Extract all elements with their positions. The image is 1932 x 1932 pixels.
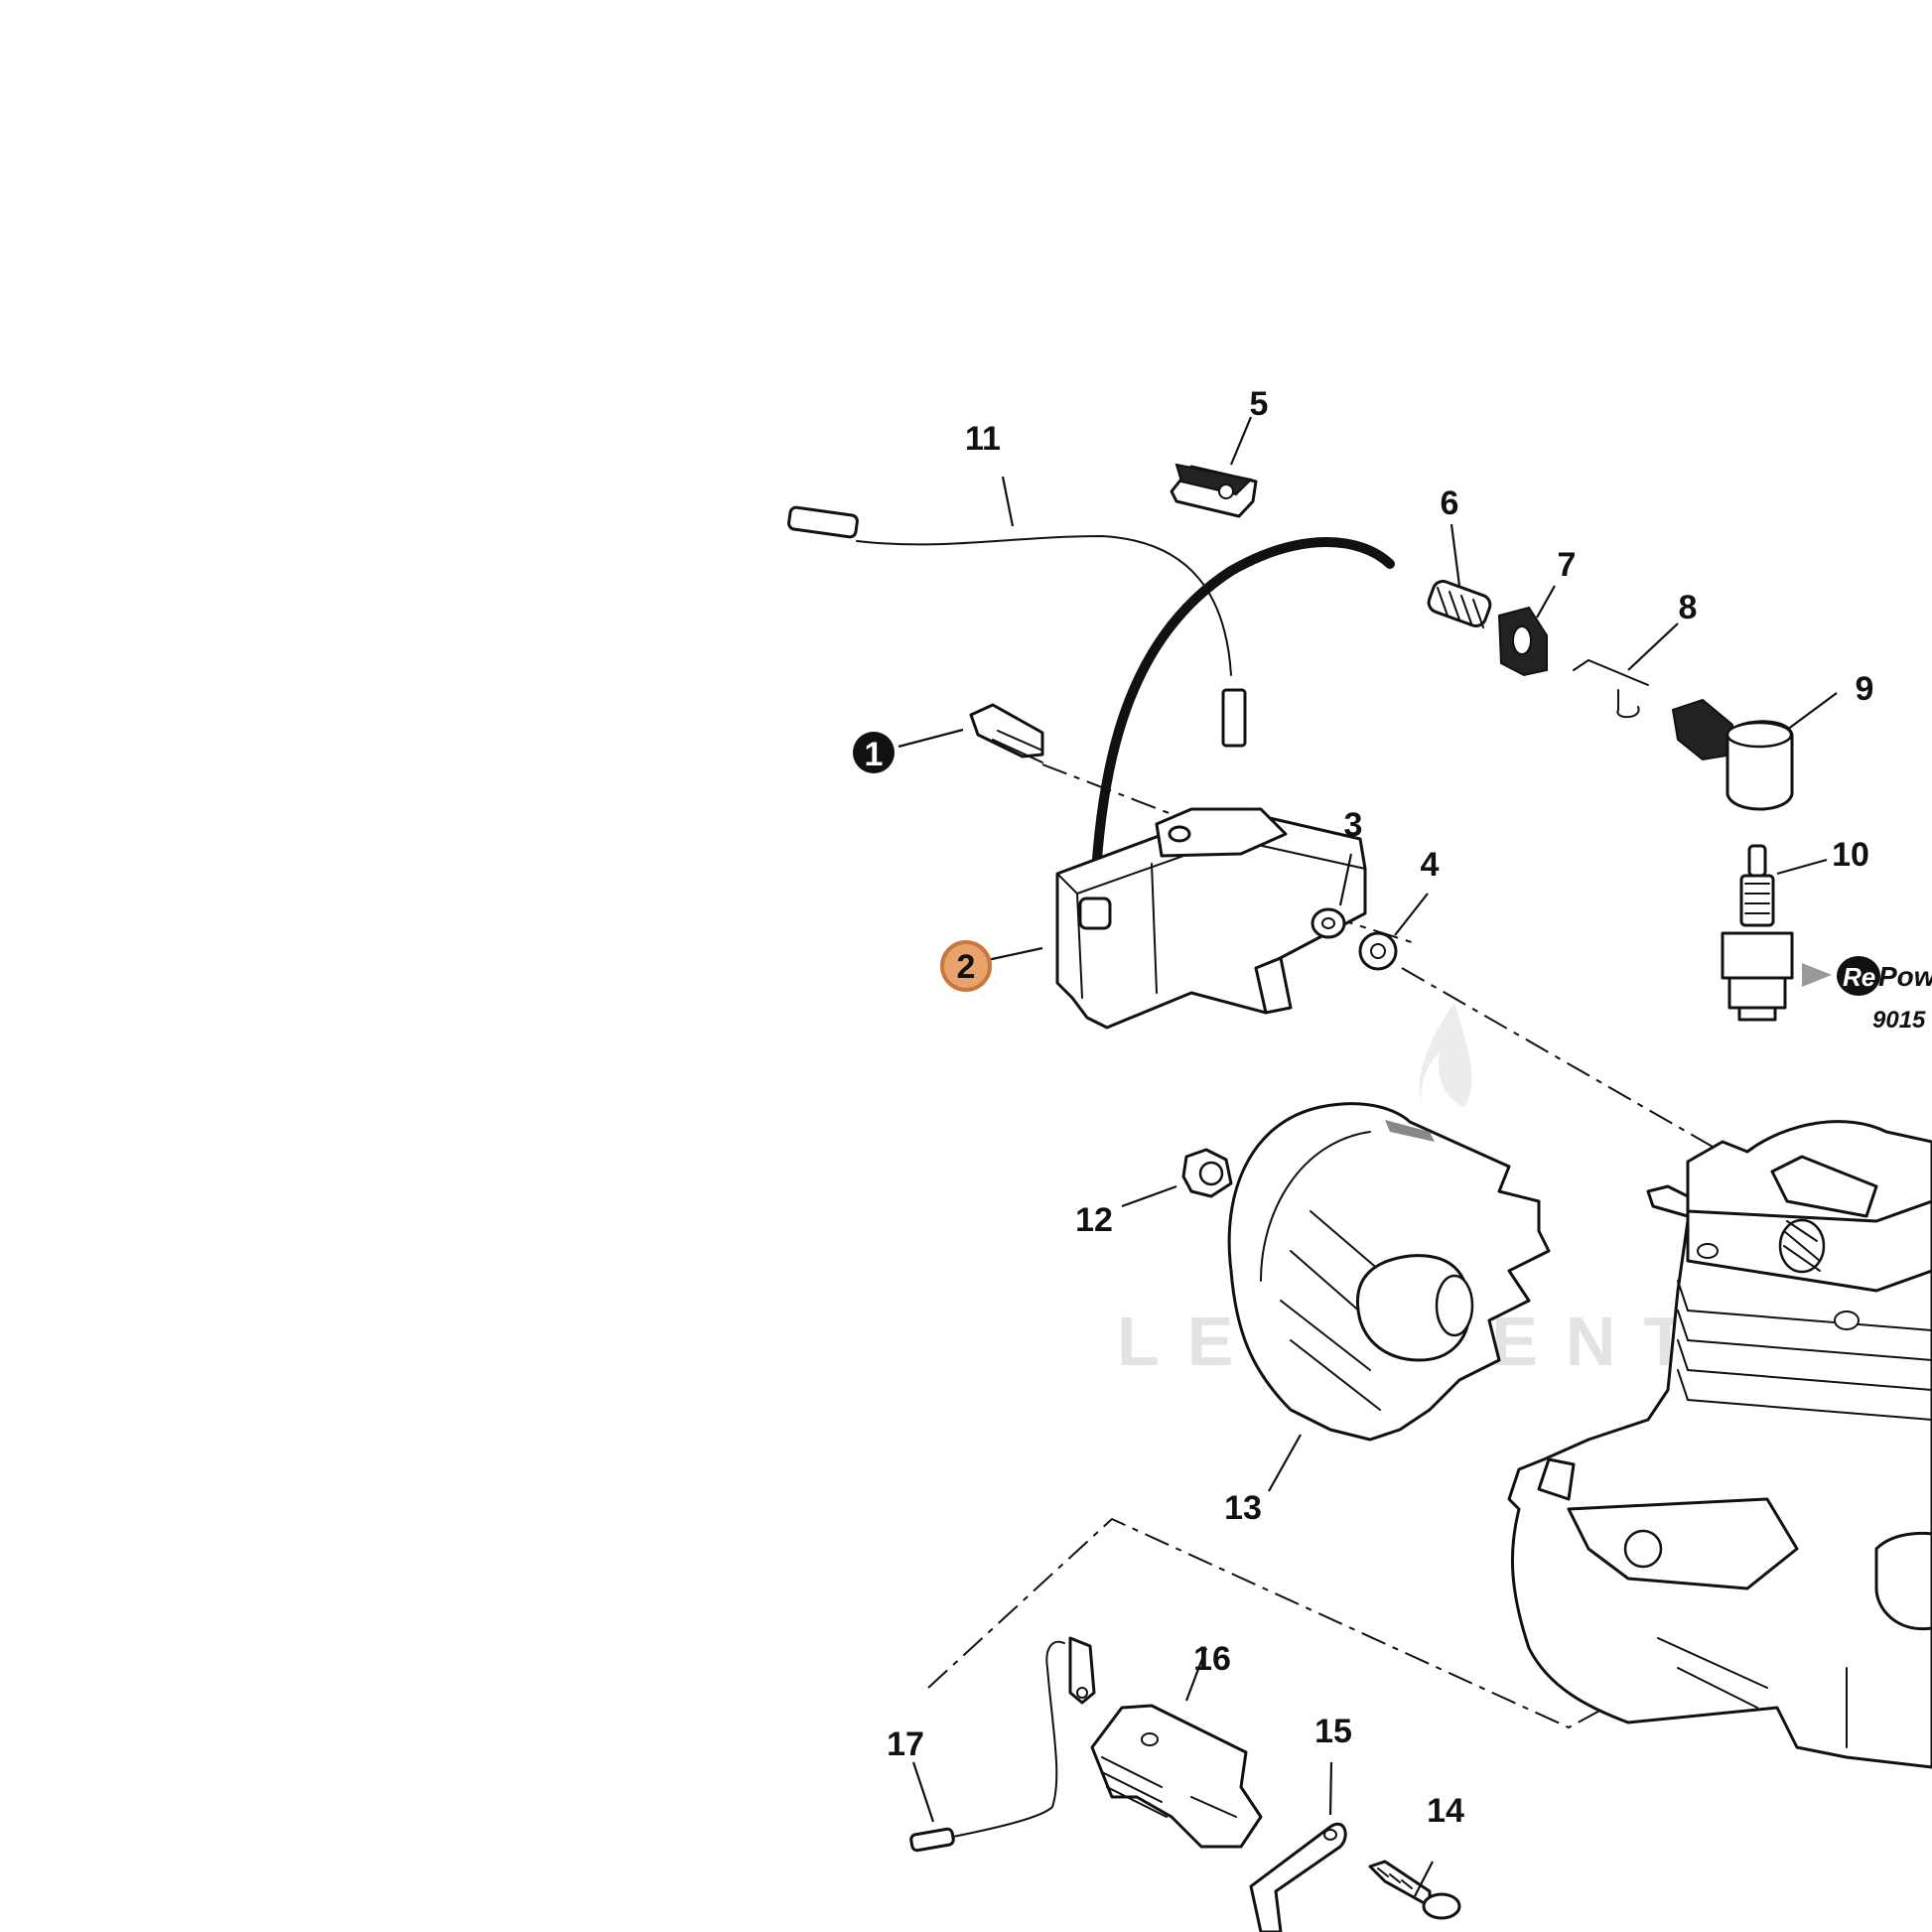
assembly-line-coil-engine: [1401, 967, 1714, 1148]
part-flywheel: [1227, 1102, 1551, 1442]
callout-6[interactable]: 6: [1441, 484, 1459, 522]
part-nut-12: [1181, 1148, 1233, 1198]
callout-9[interactable]: 9: [1856, 670, 1874, 708]
callout-7[interactable]: 7: [1558, 546, 1577, 584]
callout-16[interactable]: 16: [1193, 1640, 1231, 1678]
svg-text:1: 1: [865, 736, 884, 773]
part-ignition-coil: [1055, 807, 1367, 1030]
part-bracket-15: [1249, 1823, 1347, 1932]
callout-8[interactable]: 8: [1679, 589, 1698, 626]
arrow-right-icon: [1802, 963, 1832, 987]
leader-lines: [897, 416, 1838, 1897]
callout-3[interactable]: 3: [1344, 806, 1363, 844]
part-ground-wire: [787, 505, 1247, 748]
repower-logo: Re Pow 9015: [1802, 956, 1932, 1034]
callout-10[interactable]: 10: [1832, 836, 1869, 874]
callout-2[interactable]: 2: [940, 940, 992, 992]
part-engine-block: [1507, 1120, 1932, 1769]
logo-suffix: Pow: [1878, 961, 1932, 992]
part-clip-8: [1573, 658, 1649, 719]
watermark-flame-icon: [1419, 1003, 1472, 1122]
part-ht-lead: [1089, 537, 1395, 928]
callout-1[interactable]: 1: [853, 732, 895, 773]
callout-13[interactable]: 13: [1224, 1489, 1262, 1527]
part-cover-16: [1090, 1704, 1263, 1849]
callout-5[interactable]: 5: [1250, 385, 1269, 423]
callout-12[interactable]: 12: [1075, 1201, 1113, 1239]
callout-11[interactable]: 11: [965, 420, 1001, 458]
part-screw-14: [1368, 1860, 1461, 1920]
callout-4[interactable]: 4: [1421, 846, 1440, 884]
logo-code: 9015: [1872, 1007, 1926, 1034]
logo-prefix: Re: [1843, 962, 1875, 992]
assembly-line-bottom: [927, 1517, 1753, 1729]
part-grommet: [1170, 463, 1258, 518]
callout-17[interactable]: 17: [887, 1725, 924, 1763]
svg-text:2: 2: [957, 948, 976, 986]
callout-15[interactable]: 15: [1314, 1713, 1352, 1750]
part-wire-17: [909, 1636, 1096, 1853]
part-plug-boot-9: [1671, 698, 1794, 811]
callout-14[interactable]: 14: [1427, 1792, 1464, 1830]
callouts: 1 2 3 4 5 6 7 8 9 10 11 12 13 14 15 16 1…: [853, 385, 1873, 1830]
part-spring: [1427, 580, 1492, 628]
part-screw-1: [969, 703, 1044, 763]
part-spark-plug: [1721, 844, 1794, 1022]
part-boot-7: [1497, 606, 1548, 677]
